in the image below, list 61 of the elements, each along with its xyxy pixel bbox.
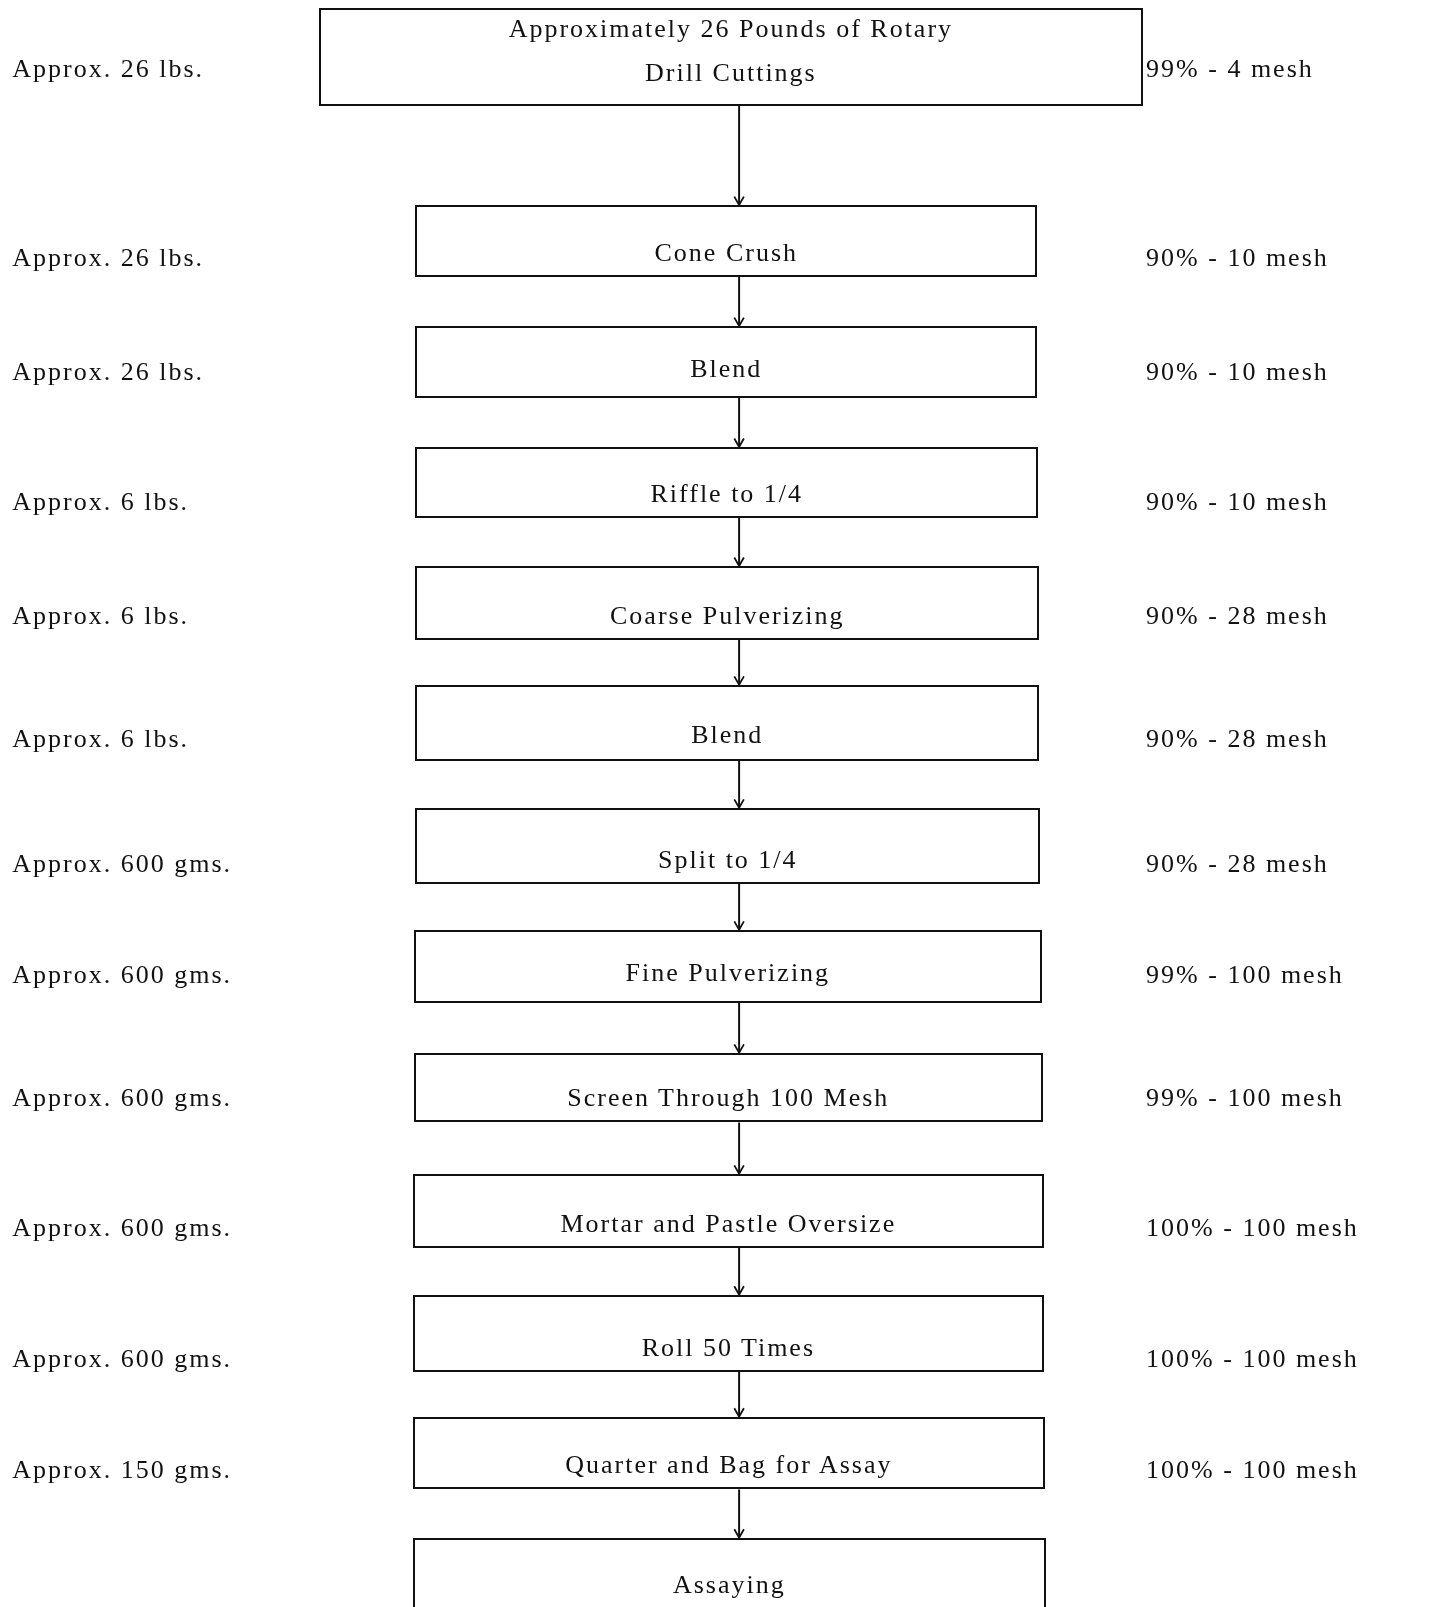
weight-note: Approx. 600 gms.: [12, 1082, 233, 1113]
process-box: [415, 807, 1041, 884]
mesh-size-note: 90% - 28 mesh: [1146, 601, 1329, 632]
step-label: Fine Pulverizing: [625, 957, 831, 990]
process-box: [414, 1052, 1043, 1123]
weight-note: Approx. 26 lbs.: [12, 243, 205, 274]
process-box: [413, 1416, 1045, 1490]
weight-note: Approx. 150 gms.: [12, 1455, 233, 1485]
mesh-size-note: 90% - 28 mesh: [1146, 724, 1329, 755]
step-label: Split to 1/4: [658, 843, 798, 876]
arrow: [733, 1246, 745, 1296]
weight-note: Approx. 6 lbs.: [12, 724, 190, 755]
arrow: [733, 1488, 745, 1539]
mesh-size-note: 90% - 10 mesh: [1146, 487, 1329, 518]
arrow: [733, 882, 745, 931]
step-label: Blend: [691, 718, 764, 751]
mesh-size-note: 99% - 4 mesh: [1146, 53, 1314, 84]
step-label: Riffle to 1/4: [650, 477, 804, 510]
mesh-size-note: 100% - 100 mesh: [1146, 1455, 1359, 1485]
step-label: Cone Crush: [654, 236, 798, 269]
step-label: Approximately 26 Pounds of Rotary Drill Cuttings: [507, 13, 955, 90]
process-box: [318, 8, 1143, 106]
step-label: Coarse Pulverizing: [610, 599, 845, 632]
arrow: [733, 759, 745, 809]
arrow: [733, 104, 745, 206]
arrow: [733, 275, 745, 327]
mesh-size-note: 99% - 100 mesh: [1146, 959, 1344, 990]
mesh-size-note: 90% - 28 mesh: [1146, 849, 1329, 880]
weight-note: Approx. 26 lbs.: [12, 53, 205, 84]
weight-note: Approx. 600 gms.: [12, 1213, 233, 1244]
weight-note: Approx. 600 gms.: [12, 959, 233, 990]
process-box: [413, 1294, 1044, 1372]
mesh-size-note: 90% - 10 mesh: [1146, 357, 1329, 388]
process-box: [413, 1173, 1044, 1248]
step-label: Quarter and Bag for Assay: [565, 1449, 893, 1482]
process-box: [415, 205, 1038, 277]
mesh-size-note: 90% - 10 mesh: [1146, 243, 1329, 274]
process-box: [415, 446, 1039, 518]
process-box: [415, 325, 1038, 398]
weight-note: Approx. 600 gms.: [12, 849, 233, 880]
weight-note: Approx. 6 lbs.: [12, 487, 190, 518]
weight-note: Approx. 6 lbs.: [12, 601, 190, 632]
mesh-size-note: 100% - 100 mesh: [1146, 1344, 1359, 1375]
arrow: [733, 638, 745, 686]
process-box: [414, 929, 1042, 1003]
process-box: [415, 684, 1040, 761]
step-label: Blend: [690, 352, 763, 385]
mesh-size-note: 99% - 100 mesh: [1146, 1082, 1344, 1113]
weight-note: Approx. 600 gms.: [12, 1344, 233, 1375]
arrow: [733, 1001, 745, 1054]
weight-note: Approx. 26 lbs.: [12, 357, 205, 388]
arrow: [733, 396, 745, 448]
arrow: [733, 516, 745, 567]
step-label: Mortar and Pastle Oversize: [560, 1207, 897, 1240]
step-label: Assaying: [672, 1569, 786, 1602]
process-box: [415, 565, 1040, 640]
arrow: [733, 1370, 745, 1418]
step-label: Roll 50 Times: [641, 1331, 816, 1364]
arrow: [733, 1121, 745, 1175]
mesh-size-note: 100% - 100 mesh: [1146, 1213, 1359, 1244]
step-label: Screen Through 100 Mesh: [567, 1082, 890, 1115]
